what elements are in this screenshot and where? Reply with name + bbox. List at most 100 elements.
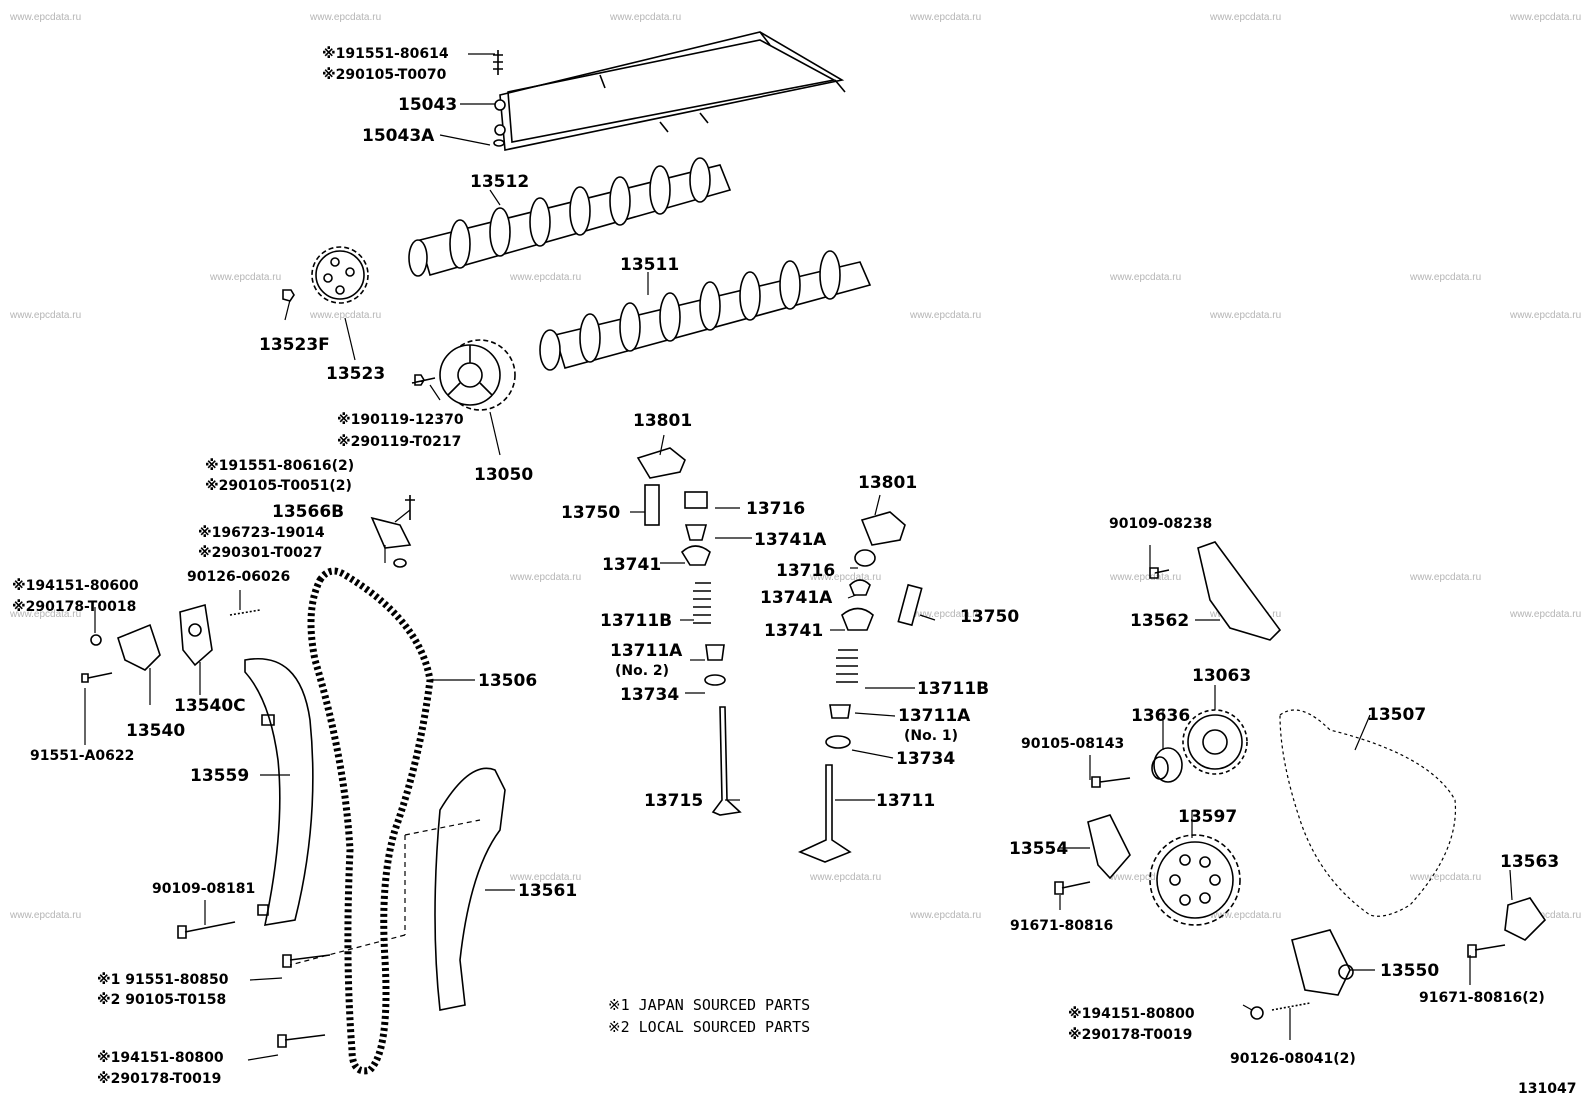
bracket-13563-drawing: [1467, 897, 1547, 958]
watermark: www.epcdata.ru: [1509, 609, 1581, 620]
watermark: www.epcdata.ru: [309, 310, 381, 321]
part-label: 90109-08238: [1109, 516, 1212, 532]
part-label: 13523: [326, 364, 385, 384]
watermark: www.epcdata.ru: [509, 872, 581, 883]
watermark: www.epcdata.ru: [1109, 872, 1181, 883]
part-label: 13554: [1009, 839, 1068, 859]
watermark: www.epcdata.ru: [1109, 572, 1181, 583]
watermark: www.epcdata.ru: [809, 572, 881, 583]
part-label: ※191551-80616(2): [205, 458, 354, 474]
cam-sprocket-drawing: [282, 246, 369, 304]
part-label: 13801: [633, 411, 692, 431]
guide-13554-drawing: [1054, 814, 1131, 895]
part-label: 13741A: [760, 588, 833, 608]
part-label: ※290105-T0051(2): [205, 478, 352, 494]
chain-guide-13559-drawing: [177, 658, 314, 939]
part-label: 13741: [602, 555, 661, 575]
part-label: 13512: [470, 172, 529, 192]
part-label: ※290178-T0019: [1068, 1027, 1192, 1043]
tensioner-13540-drawing: [81, 609, 261, 683]
part-label: 13559: [190, 766, 249, 786]
part-label: 13523F: [259, 335, 330, 355]
watermark: www.epcdata.ru: [1509, 12, 1581, 23]
part-labels: ※191551-80614 ※290105-T0070 15043 15043A…: [12, 46, 1559, 1087]
part-label: 13540C: [174, 696, 246, 716]
part-label: 13711A: [610, 641, 683, 661]
part-label: 91551-A0622: [30, 748, 134, 764]
part-label: 13050: [474, 465, 533, 485]
footnote-local-sourced: ※2 LOCAL SOURCED PARTS: [608, 1018, 810, 1036]
watermark: www.epcdata.ru: [9, 609, 81, 620]
sprocket-13597-drawing: [1149, 834, 1241, 926]
part-label: 13750: [561, 503, 620, 523]
part-label: 13597: [1178, 807, 1237, 827]
part-label: 13750: [960, 607, 1019, 627]
part-label: ※290119-T0217: [337, 434, 461, 450]
part-label: 13562: [1130, 611, 1189, 631]
part-label: ※191551-80614: [322, 46, 449, 62]
part-label: 15043: [398, 95, 457, 115]
part-label: 13506: [478, 671, 537, 691]
watermark: www.epcdata.ru: [509, 572, 581, 583]
valve-train-left-drawing: [636, 447, 742, 816]
part-label: 90126-06026: [187, 569, 290, 585]
footnote-japan-sourced: ※1 JAPAN SOURCED PARTS: [608, 996, 810, 1014]
part-label: 13636: [1131, 706, 1190, 726]
part-label: (No. 2): [615, 663, 669, 679]
watermark: www.epcdata.ru: [609, 12, 681, 23]
part-label: ※2 90105-T0158: [97, 992, 226, 1008]
footnotes: ※1 JAPAN SOURCED PARTS ※2 LOCAL SOURCED …: [608, 996, 810, 1036]
part-label: 13711B: [917, 679, 989, 699]
bushing-13636-drawing: [1091, 747, 1183, 788]
chain-guide-13562-drawing: [1149, 541, 1282, 641]
leader-lines: [84, 53, 1513, 1061]
part-label: 90105-08143: [1021, 736, 1124, 752]
part-label: ※290178-T0019: [97, 1071, 221, 1087]
chain-13506-drawing: [307, 567, 434, 1075]
part-label: ※194151-80800: [1068, 1006, 1195, 1022]
part-label: 13741A: [754, 530, 827, 550]
watermark: www.epcdata.ru: [209, 272, 281, 283]
part-label: 90126-08041(2): [1230, 1051, 1356, 1067]
part-label: ※1 91551-80850: [97, 972, 229, 988]
gear-13063-drawing: [1182, 709, 1248, 775]
watermark: www.epcdata.ru: [1509, 310, 1581, 321]
intake-camshaft-drawing: [539, 250, 872, 371]
part-label: 13561: [518, 881, 577, 901]
part-label: 13507: [1367, 705, 1426, 725]
watermark: www.epcdata.ru: [1109, 272, 1181, 283]
part-label: 13741: [764, 621, 823, 641]
watermark: www.epcdata.ru: [909, 910, 981, 921]
part-label: 13566B: [272, 502, 344, 522]
part-label: ※196723-19014: [198, 525, 325, 541]
part-label: 13711: [876, 791, 935, 811]
part-label: 91671-80816(2): [1419, 990, 1545, 1006]
watermark: www.epcdata.ru: [9, 910, 81, 921]
part-label: 13715: [644, 791, 703, 811]
tensioner-13550-drawing: [1250, 929, 1354, 1020]
part-label: ※290178-T0018: [12, 599, 136, 615]
watermark: www.epcdata.ru: [909, 12, 981, 23]
watermark: www.epcdata.ru: [909, 609, 981, 620]
part-label: 15043A: [362, 126, 435, 146]
chain-guide-13561-drawing: [277, 767, 506, 1048]
part-label: 13550: [1380, 961, 1439, 981]
watermark: www.epcdata.ru: [1409, 872, 1481, 883]
part-label: ※290301-T0027: [198, 545, 322, 561]
watermark: www.epcdata.ru: [909, 310, 981, 321]
gasket-13540c-drawing: [179, 603, 213, 667]
bracket-13566b-drawing: [370, 495, 415, 568]
watermark: www.epcdata.ru: [9, 310, 81, 321]
watermark: www.epcdata.ru: [809, 872, 881, 883]
cam-timing-gear-drawing: [411, 339, 516, 411]
part-label: 13801: [858, 473, 917, 493]
diagram-number: 131047: [1518, 1081, 1576, 1097]
watermark: www.epcdata.ru: [1209, 910, 1281, 921]
part-label: 13716: [746, 499, 805, 519]
exhaust-camshaft-drawing: [408, 157, 732, 277]
part-label: 90109-08181: [152, 881, 255, 897]
part-label: 13716: [776, 561, 835, 581]
part-label: ※290105-T0070: [322, 67, 447, 83]
watermark: www.epcdata.ru: [1209, 310, 1281, 321]
